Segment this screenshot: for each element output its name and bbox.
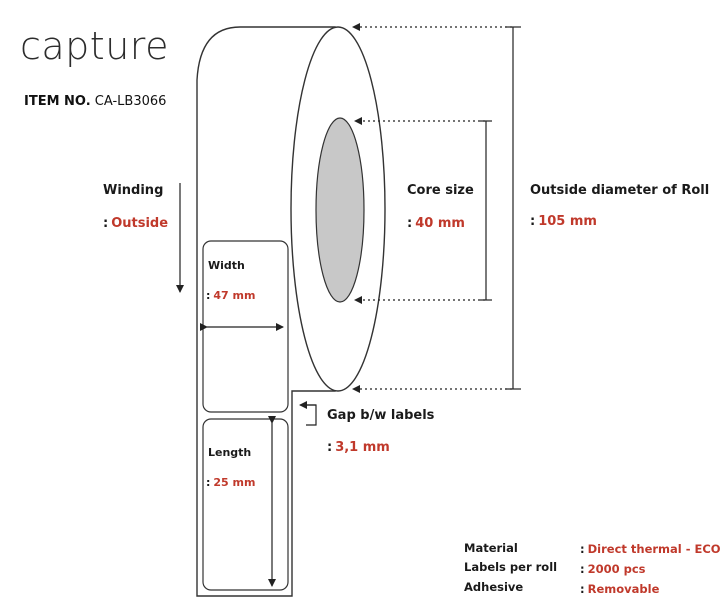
label-bottom <box>202 418 289 591</box>
winding-label: Winding <box>103 183 164 198</box>
core-hole <box>315 117 365 303</box>
outside-diameter-value: :105 mm <box>530 214 597 229</box>
spec-key-material: Material <box>464 541 518 555</box>
outer-dimension-line <box>505 26 521 390</box>
brand-logo: capture <box>20 24 169 68</box>
spec-value-material: :Direct thermal - ECO <box>580 542 721 556</box>
length-value: :25 mm <box>206 476 256 489</box>
item-number: ITEM NO. CA-LB3066 <box>24 94 166 109</box>
core-size-value: :40 mm <box>407 216 465 231</box>
core-leaders <box>362 120 485 301</box>
gap-value: :3,1 mm <box>327 440 390 455</box>
outer-leaders <box>360 26 512 390</box>
spec-key-adhesive: Adhesive <box>464 580 524 594</box>
gap-bracket <box>299 401 317 426</box>
gap-label: Gap b/w labels <box>327 408 435 423</box>
spec-value-adhesive: :Removable <box>580 582 660 596</box>
width-label: Width <box>208 259 245 272</box>
item-number-value: CA-LB3066 <box>94 94 167 109</box>
length-label: Length <box>208 446 252 459</box>
core-dimension-line <box>480 120 492 301</box>
winding-value: :Outside <box>103 216 169 231</box>
width-value: :47 mm <box>206 289 256 302</box>
outside-diameter-label: Outside diameter of Roll <box>530 183 710 198</box>
spec-value-labels-per-roll: :2000 pcs <box>580 562 646 576</box>
item-number-label: ITEM NO. <box>24 94 91 109</box>
core-size-label: Core size <box>407 183 474 198</box>
spec-key-labels-per-roll: Labels per roll <box>464 560 558 574</box>
